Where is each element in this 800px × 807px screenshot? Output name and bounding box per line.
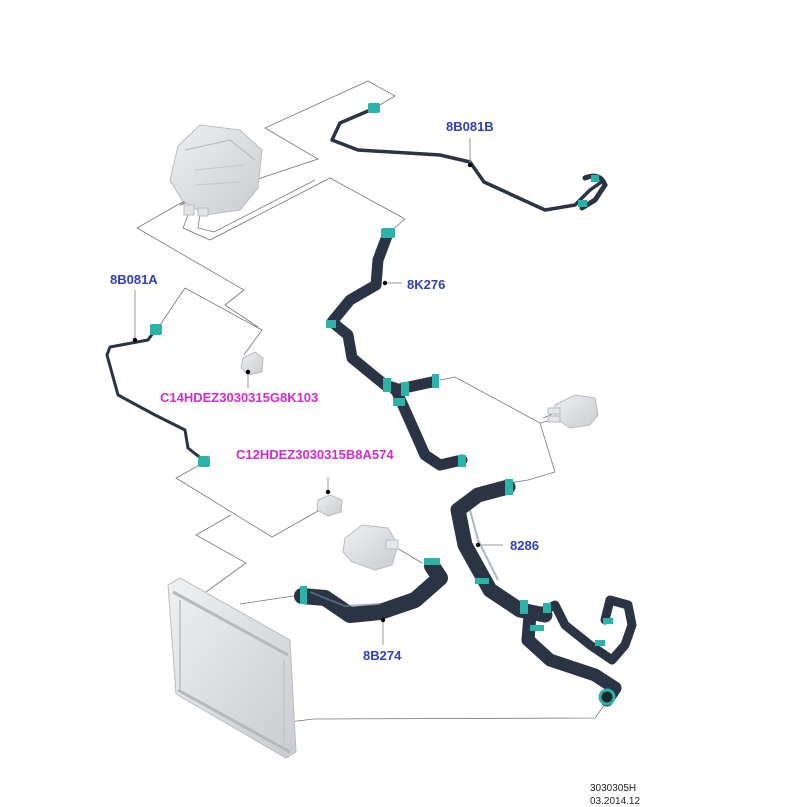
clamp [150,324,162,335]
leader-dots [132,162,481,623]
hose-8286[interactable] [450,479,637,707]
clamp [198,456,210,467]
part-label-8K276[interactable]: 8K276 [407,277,446,292]
clamp [383,378,391,392]
hose-8B081A[interactable] [105,324,210,467]
clamp [458,455,466,467]
diagram-reference-date: 03.2014.12 [590,796,641,807]
clamp [505,479,513,495]
clamp [368,103,380,113]
clamp [475,578,489,584]
part-label-8B081B[interactable]: 8B081B [446,119,494,134]
connector-label-c12[interactable]: C12HDEZ3030315B8A574 [236,447,394,462]
part-label-8B081A[interactable]: 8B081A [110,272,158,287]
clamp [300,586,307,604]
connector-label-c14[interactable]: C14HDEZ3030315G8K103 [160,390,319,405]
radiator[interactable] [167,577,297,759]
clamp [381,228,395,238]
hose-8K276[interactable] [326,228,468,471]
connector-c14[interactable] [240,351,264,376]
part-label-8B274[interactable]: 8B274 [363,648,402,663]
clamp [543,603,551,613]
diagram-reference-number: 3030305H [590,783,637,794]
clamp [591,175,599,182]
clamp [326,320,336,328]
clamp [520,600,528,614]
water-outlet-connector[interactable] [547,394,599,429]
clamp [393,398,405,406]
hose-8B274[interactable] [294,558,448,623]
clamp [595,640,605,646]
clamp [432,374,439,388]
coolant-reservoir[interactable] [169,124,263,217]
connector-c12[interactable] [316,494,343,517]
clamp [401,382,409,396]
clamp [603,618,613,624]
thermostat-housing[interactable] [342,524,399,571]
clamp [530,625,544,631]
clamp [424,558,440,565]
part-label-8286[interactable]: 8286 [510,538,539,553]
clamp [578,200,587,207]
label-leaders [134,138,503,645]
connection-lines [136,80,609,724]
